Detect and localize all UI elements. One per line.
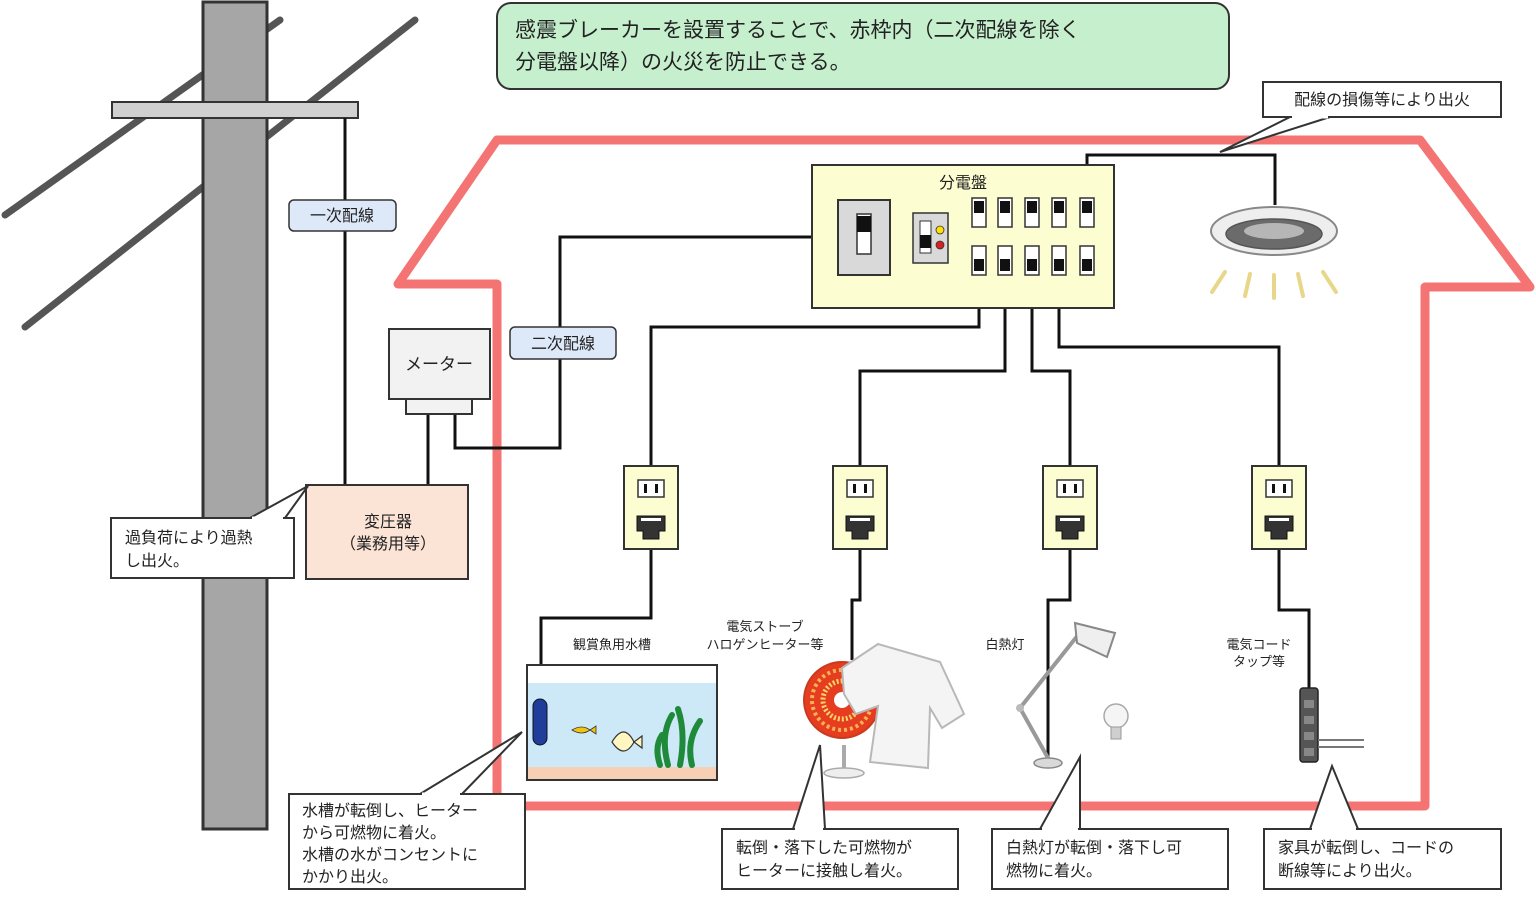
heater: 電気ストーブ ハロゲンヒーター等 (706, 619, 966, 779)
light-rays (1210, 270, 1338, 300)
lamp-label: 白熱灯 (985, 637, 1024, 653)
overload-text-2: し出火。 (125, 551, 189, 570)
branch-breaker (1051, 245, 1067, 276)
branch-breaker (997, 245, 1013, 276)
desk-lamp: 白熱灯 (985, 621, 1129, 769)
primary-wiring-tag (288, 199, 397, 232)
branch-breaker (971, 245, 987, 276)
aquarium-heater (532, 698, 548, 746)
headline-line-2: 分電盤以降）の火災を防止できる。 (515, 50, 851, 74)
wall-outlet (832, 465, 888, 550)
transformer-label-1: 変圧器 (364, 512, 412, 531)
branch-breaker (1024, 245, 1040, 276)
branch-breaker (1079, 197, 1095, 228)
distribution-board: 分電盤 (811, 164, 1115, 309)
plug (845, 515, 875, 540)
outlets (623, 465, 1307, 550)
callout-lamp: 白熱灯が転倒・落下し可 燃物に着火。 (991, 753, 1229, 890)
light-bulb (1103, 703, 1129, 729)
stove-label-1: 電気ストーブ (726, 619, 803, 635)
stove-callout-1: 転倒・落下した可燃物が (736, 838, 912, 857)
stove-callout-2: ヒーターに接触し着火。 (736, 861, 912, 880)
transformer-box (305, 484, 469, 580)
callout-power-strip: 家具が転倒し、コードの 断線等により出火。 (1263, 763, 1502, 890)
strip-label-1: 電気コード (1226, 637, 1291, 653)
headline-line-1: 感震ブレーカーを設置することで、赤枠内（二次配線を除く (515, 18, 1081, 42)
meter-base (405, 398, 473, 415)
aquarium-callout-2: から可燃物に着火。 (302, 823, 446, 842)
secondary-wiring-tag (509, 326, 617, 360)
aquarium-gravel (528, 767, 716, 779)
transformer-label-2: （業務用等） (340, 534, 436, 553)
callout-overload: 過負荷により過熱 し出火。 (110, 485, 309, 579)
strip-label-2: タップ等 (1233, 654, 1285, 670)
branch-breaker (971, 197, 987, 228)
wiring-damage-text: 配線の損傷等により出火 (1294, 90, 1470, 109)
overload-text-1: 過負荷により過熱 (125, 528, 253, 547)
stove-label-2: ハロゲンヒーター等 (706, 637, 823, 653)
callout-wiring-damage: 配線の損傷等により出火 (1219, 81, 1502, 153)
strip-callout-2: 断線等により出火。 (1278, 861, 1422, 880)
aquarium-callout-1: 水槽が転倒し、ヒーター (302, 801, 478, 820)
meter-box (388, 328, 491, 400)
branch-breakers (971, 197, 1095, 276)
aquarium-label: 観賞魚用水槽 (573, 638, 651, 653)
aquarium-callout-3: 水槽の水がコンセントに (302, 845, 478, 864)
power-strip: 電気コード タップ等 (1226, 637, 1364, 763)
aquarium-callout-4: かかり出火。 (302, 867, 398, 886)
secondary-wiring-label: 二次配線 (531, 334, 595, 353)
wall-outlet (623, 465, 679, 550)
branch-breaker (1024, 197, 1040, 228)
aquarium-plant (654, 706, 703, 768)
primary-wiring-label: 一次配線 (310, 206, 374, 225)
house-red-frame (393, 135, 1535, 811)
fish-small (571, 725, 597, 735)
lamp-callout-1: 白熱灯が転倒・落下し可 (1006, 838, 1182, 857)
callout-aquarium: 水槽が転倒し、ヒーター から可燃物に着火。 水槽の水がコンセントに かかり出火。 (288, 731, 526, 890)
branch-breaker (1051, 197, 1067, 228)
wall-outlet (1042, 465, 1098, 550)
ceiling-light (1210, 206, 1338, 300)
meter-label: メーター (405, 355, 473, 375)
plug (1055, 515, 1085, 540)
branch-breaker (997, 197, 1013, 228)
branch-breaker (1079, 245, 1095, 276)
plug (1264, 515, 1294, 540)
distribution-board-label: 分電盤 (939, 173, 987, 192)
pole-body (201, 0, 269, 831)
plug (636, 515, 666, 540)
strip-callout-1: 家具が転倒し、コードの (1278, 838, 1454, 857)
shirt-combustible (840, 642, 966, 770)
callout-stove: 転倒・落下した可燃物が ヒーターに接触し着火。 (721, 744, 959, 890)
wall-outlet (1251, 465, 1307, 550)
angelfish (611, 731, 643, 752)
pole-crossarm (111, 101, 359, 119)
headline-box (496, 2, 1230, 90)
utility-pole (1, 0, 419, 831)
lamp-callout-2: 燃物に着火。 (1006, 861, 1102, 880)
aquarium: 観賞魚用水槽 (526, 638, 718, 781)
